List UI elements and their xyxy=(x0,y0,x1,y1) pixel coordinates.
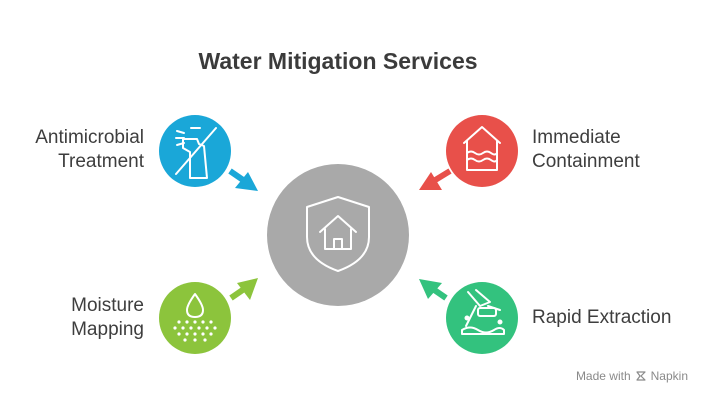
arrow-extraction xyxy=(419,279,448,301)
label-moisture-line1: Moisture xyxy=(71,295,144,316)
label-containment: Immediate Containment xyxy=(532,126,692,174)
napkin-logo-icon xyxy=(636,371,646,381)
brand-name: Napkin xyxy=(650,369,688,383)
flooded-house-icon xyxy=(463,126,501,171)
label-containment-line2: Containment xyxy=(532,151,640,172)
brand-prefix: Made with xyxy=(575,369,631,383)
center-node xyxy=(267,164,409,306)
moisture-dots xyxy=(173,320,217,342)
label-moisture: Moisture Mapping xyxy=(10,294,144,342)
label-moisture-line2: Mapping xyxy=(71,319,144,340)
arrow-antimicrobial xyxy=(228,168,258,191)
center-circle xyxy=(267,164,409,306)
label-antimicrobial-line2: Treatment xyxy=(58,151,144,172)
water-drop-icon xyxy=(186,293,204,318)
label-antimicrobial: Antimicrobial Treatment xyxy=(10,126,144,174)
node-containment xyxy=(446,115,518,187)
brand-footer[interactable]: Made with Napkin xyxy=(576,369,688,383)
node-antimicrobial xyxy=(159,115,231,187)
label-extraction: Rapid Extraction xyxy=(532,306,692,330)
arrow-containment xyxy=(419,168,452,190)
node-moisture xyxy=(159,282,231,354)
diagram-title: Water Mitigation Services xyxy=(198,48,478,74)
extractor-icon xyxy=(461,289,505,335)
spray-bottle-icon xyxy=(175,127,217,179)
label-containment-line1: Immediate xyxy=(532,127,621,148)
label-extraction-line1: Rapid Extraction xyxy=(532,307,672,328)
arrow-moisture xyxy=(229,278,258,301)
label-antimicrobial-line1: Antimicrobial xyxy=(35,127,144,148)
shield-house-icon xyxy=(306,196,370,272)
node-extraction xyxy=(446,282,518,354)
arrows xyxy=(228,168,452,301)
